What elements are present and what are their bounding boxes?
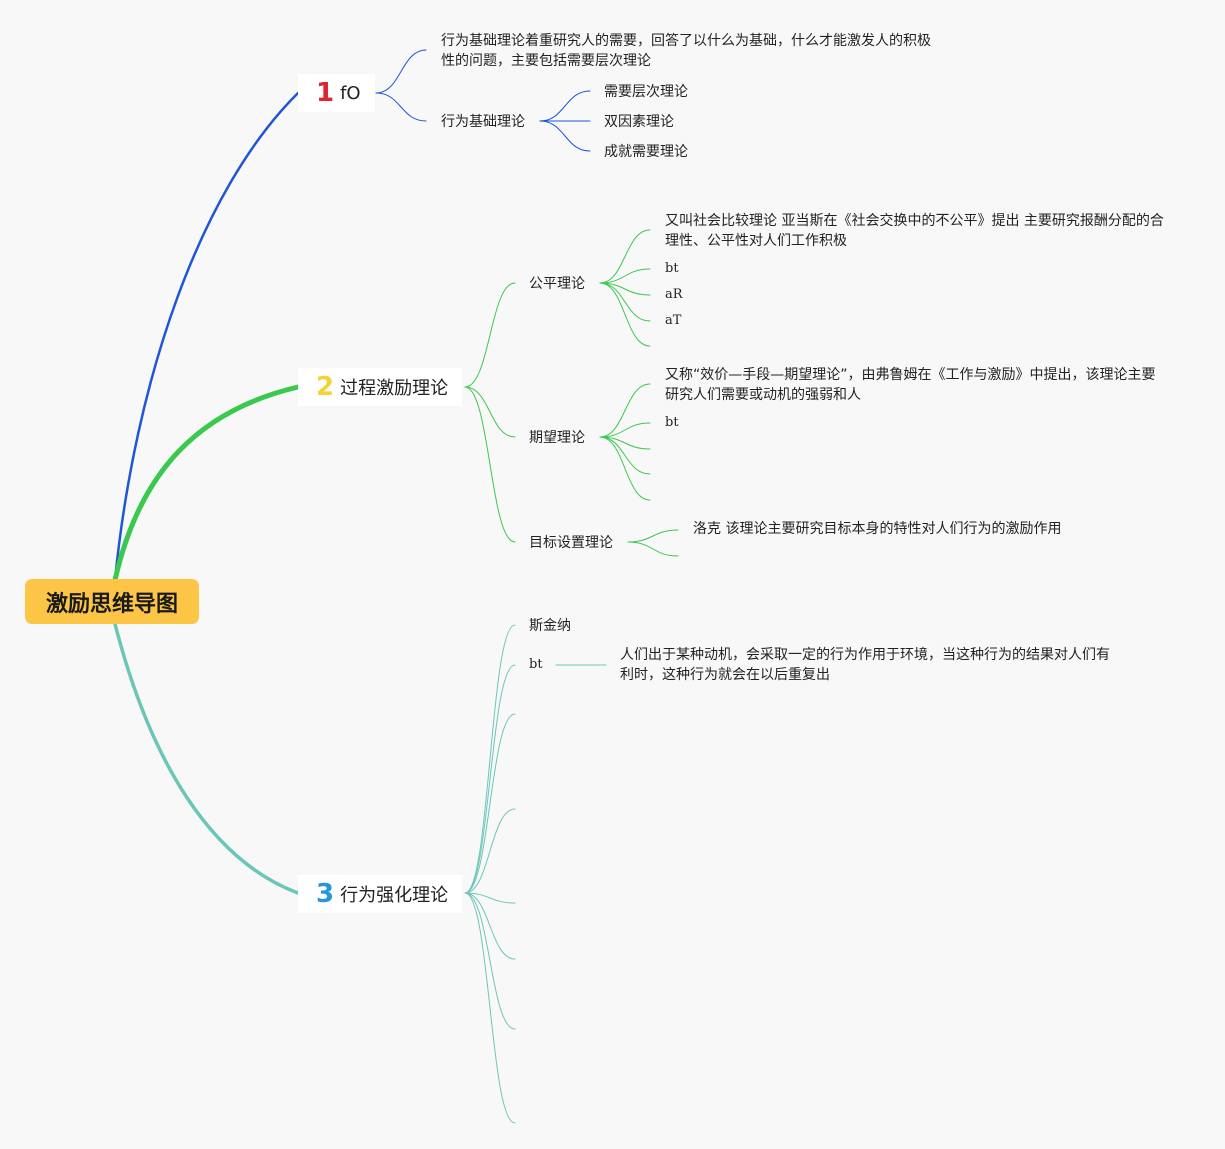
branch-1-node[interactable]: 1 fO	[298, 74, 375, 112]
root-to-branch-3-line	[113, 622, 300, 895]
branch-3-number: 3	[316, 879, 335, 909]
equity-fan-line-2	[599, 268, 651, 284]
branch-3-label: 行为强化理论	[340, 885, 449, 906]
branch-3-fan-line-7	[464, 892, 516, 1030]
equity-theory-topic[interactable]: 公平理论	[529, 276, 585, 292]
goal-fan-line-2	[627, 541, 679, 557]
equity-fan-line-1	[599, 229, 651, 284]
equity-child-2[interactable]: aR	[665, 287, 683, 302]
branch-1-topic-fan-line-1	[539, 90, 591, 122]
branch-3-fan-line-4	[464, 808, 516, 894]
goal-setting-note: 洛克 该理论主要研究目标本身的特性对人们行为的激励作用	[693, 521, 1062, 537]
branch-1-topic[interactable]: 行为基础理论	[441, 114, 525, 130]
reinforcement-note: 人们出于某种动机，会采取一定的行为作用于环境，当这种行为的结果对人们有利时，这种…	[620, 647, 1110, 683]
branch-2-fan-line-1	[464, 282, 516, 388]
branch-3-fan-line-8	[464, 892, 516, 1124]
branch-1-number: 1	[316, 78, 335, 108]
reinforcement-bt-topic[interactable]: bt	[529, 657, 543, 672]
expectancy-fan-line-2	[599, 422, 651, 438]
branch-3-node[interactable]: 3 行为强化理论	[298, 875, 463, 913]
expectancy-theory-note: 又称“效价—手段—期望理论”，由弗鲁姆在《工作与激励》中提出，该理论主要研究人们…	[665, 367, 1156, 403]
equity-theory-note: 又叫社会比较理论 亚当斯在《社会交换中的不公平》提出 主要研究报酬分配的合理性、…	[665, 213, 1164, 249]
branch-3-fan-line-3	[464, 713, 516, 894]
branch-2-number: 2	[316, 372, 335, 402]
root-to-branch-1-line	[113, 91, 300, 582]
equity-child-3[interactable]: aT	[665, 313, 682, 328]
branch-2-fan-line-2	[464, 386, 516, 438]
branch-2-label: 过程激励理论	[340, 378, 449, 399]
branch-3-fan-line-1	[464, 624, 516, 894]
expectancy-fan-line-1	[599, 383, 651, 438]
skinner-topic[interactable]: 斯金纳	[529, 618, 571, 634]
root-to-branch-2-line	[112, 384, 301, 583]
branch-3-fan-line-5	[464, 892, 516, 904]
branch-1-fan-line-1	[375, 49, 427, 94]
branch-2-node[interactable]: 2 过程激励理论	[298, 368, 463, 406]
root-label: 激励思维导图	[45, 591, 178, 617]
equity-fan-line-5	[599, 282, 651, 347]
goal-setting-topic[interactable]: 目标设置理论	[529, 535, 613, 551]
expectancy-child-1[interactable]: bt	[665, 415, 679, 430]
branch-1-fan-line-2	[375, 92, 427, 122]
root-node[interactable]: 激励思维导图	[25, 579, 199, 624]
branch-1-label: fO	[340, 82, 361, 104]
branch-1-topic-fan-line-3	[539, 120, 591, 152]
equity-fan-line-4	[599, 282, 651, 322]
expectancy-fan-line-4	[599, 436, 651, 475]
equity-child-1[interactable]: bt	[665, 261, 679, 276]
branch-1-note: 行为基础理论着重研究人的需要，回答了以什么为基础，什么才能激发人的积极性的问题，…	[441, 33, 931, 69]
branch-1-child-2[interactable]: 双因素理论	[604, 114, 674, 130]
goal-fan-line-1	[627, 529, 679, 543]
branch-3-fan-line-2	[464, 664, 516, 894]
branch-2-fan-line-3	[464, 386, 516, 543]
expectancy-fan-line-5	[599, 436, 651, 501]
branch-1-child-3[interactable]: 成就需要理论	[604, 144, 688, 160]
expectancy-theory-topic[interactable]: 期望理论	[529, 430, 585, 446]
branch-1-child-1[interactable]: 需要层次理论	[604, 84, 688, 100]
branch-3-fan-line-6	[464, 892, 516, 960]
